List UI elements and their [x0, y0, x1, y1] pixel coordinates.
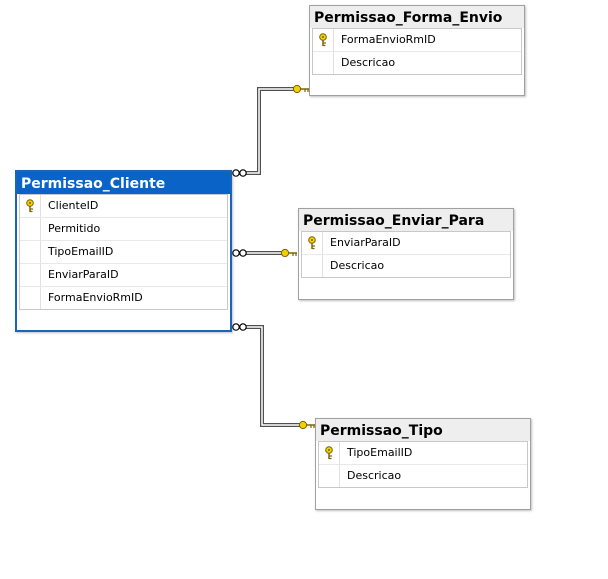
- column-row[interactable]: Descricao: [313, 52, 521, 74]
- column-name: Descricao: [347, 469, 402, 482]
- relationship-cliente-tipo[interactable]: [232, 323, 316, 430]
- primary-key-icon: [325, 446, 333, 460]
- column-row[interactable]: TipoEmailID: [319, 442, 527, 465]
- column-list: TipoEmailID Descricao: [318, 441, 528, 488]
- column-list: FormaEnvioRmID Descricao: [312, 28, 522, 75]
- column-row[interactable]: FormaEnvioRmID: [313, 29, 521, 52]
- column-name: EnviarParaID: [48, 268, 119, 281]
- table-permissao-enviar-para[interactable]: Permissao_Enviar_Para EnviarParaID Descr…: [298, 208, 514, 300]
- column-list: EnviarParaID Descricao: [301, 231, 511, 278]
- column-row[interactable]: Descricao: [319, 465, 527, 487]
- column-name: TipoEmailID: [48, 245, 114, 258]
- column-name: FormaEnvioRmID: [48, 291, 143, 304]
- table-permissao-cliente[interactable]: Permissao_Cliente ClienteID Permitido Ti…: [15, 170, 232, 332]
- table-permissao-tipo[interactable]: Permissao_Tipo TipoEmailID Descricao: [315, 418, 531, 510]
- relationship-cliente-enviar-para[interactable]: [232, 248, 298, 258]
- column-row[interactable]: EnviarParaID: [20, 264, 227, 287]
- table-title: Permissao_Forma_Envio: [310, 6, 524, 28]
- column-row[interactable]: TipoEmailID: [20, 241, 227, 264]
- primary-key-icon: [26, 199, 34, 213]
- column-row[interactable]: EnviarParaID: [302, 232, 510, 255]
- column-row[interactable]: FormaEnvioRmID: [20, 287, 227, 309]
- column-name: TipoEmailID: [347, 446, 413, 459]
- many-end-icon: [232, 249, 247, 257]
- one-end-key-icon: [280, 248, 298, 258]
- column-name: Permitido: [48, 222, 101, 235]
- table-title: Permissao_Enviar_Para: [299, 209, 513, 231]
- many-end-icon: [232, 169, 247, 177]
- one-end-key-icon: [298, 420, 316, 430]
- column-row[interactable]: Descricao: [302, 255, 510, 277]
- primary-key-icon: [319, 33, 327, 47]
- column-name: ClienteID: [48, 199, 99, 212]
- table-permissao-forma-envio[interactable]: Permissao_Forma_Envio FormaEnvioRmID Des…: [309, 5, 525, 96]
- column-row[interactable]: Permitido: [20, 218, 227, 241]
- column-name: Descricao: [341, 56, 396, 69]
- column-name: FormaEnvioRmID: [341, 33, 436, 46]
- primary-key-icon: [308, 236, 316, 250]
- column-name: EnviarParaID: [330, 236, 401, 249]
- table-title: Permissao_Tipo: [316, 419, 530, 441]
- many-end-icon: [232, 323, 247, 331]
- column-name: Descricao: [330, 259, 385, 272]
- relationship-cliente-forma-envio[interactable]: [232, 84, 310, 177]
- column-row[interactable]: ClienteID: [20, 195, 227, 218]
- column-list: ClienteID Permitido TipoEmailID EnviarPa…: [19, 194, 228, 310]
- table-title: Permissao_Cliente: [17, 172, 230, 194]
- one-end-key-icon: [292, 84, 310, 94]
